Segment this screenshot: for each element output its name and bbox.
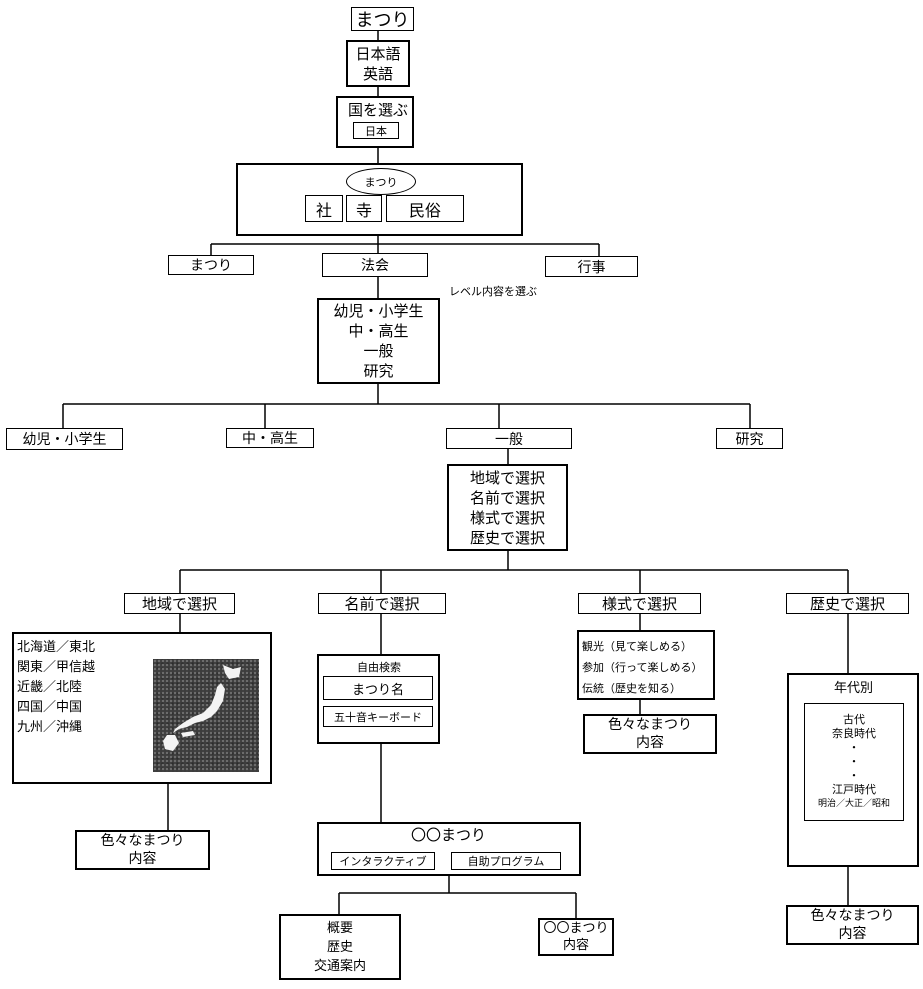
country-select-box: 国を選ぶ 日本 [336, 96, 414, 148]
matsuri-oval: まつり [346, 168, 416, 195]
free-search-label: 自由検索 [357, 661, 401, 674]
region-item: 近畿／北陸 [17, 680, 83, 695]
era-title: 年代別 [834, 681, 874, 696]
region-panel: 北海道／東北 関東／甲信越 近畿／北陸 四国／中国 九州／沖縄 [12, 632, 272, 784]
top-box-matsuri: まつり [351, 7, 414, 31]
style-header: 様式で選択 [578, 593, 701, 614]
japan-map-icon [163, 665, 241, 751]
level-select-note: レベル内容を選ぶ [449, 285, 537, 298]
language-japanese: 日本語 [355, 44, 401, 63]
name-header: 名前で選択 [318, 593, 446, 614]
history-header: 歴史で選択 [786, 593, 909, 614]
region-item: 北海道／東北 [17, 640, 96, 655]
festival-info-box: 概要 歴史 交通案内 [279, 914, 401, 980]
language-box: 日本語 英語 [346, 40, 410, 87]
region-item: 関東／甲信越 [17, 660, 96, 675]
style-list: 観光（見て楽しめる） 参加（行って楽しめる） 伝統（歴史を知る） [582, 636, 702, 699]
style-item: 観光（見て楽しめる） [582, 640, 692, 653]
style-item: 伝統（歴史を知る） [582, 682, 681, 695]
type-option-temple: 寺 [346, 195, 382, 222]
japan-map-image [153, 659, 259, 772]
era-item: 江戸時代 [832, 783, 876, 796]
history-result-box: 色々なまつり 内容 [786, 905, 919, 945]
language-english: 英語 [362, 64, 393, 83]
era-item: ・ [848, 755, 860, 768]
level-research: 研究 [716, 428, 783, 449]
category-matsuri: まつり [168, 255, 254, 275]
kana-keyboard-button: 五十音キーボード [323, 706, 433, 727]
region-header: 地域で選択 [124, 593, 235, 614]
era-item: 明治／大正／昭和 [817, 799, 890, 809]
festival-content-box: 〇〇まつり 内容 [538, 918, 614, 956]
name-search-panel: 自由検索 まつり名 五十音キーボード [317, 654, 440, 744]
self-help-program-button: 自助プログラム [451, 852, 561, 870]
interactive-button: インタラクティブ [331, 852, 435, 870]
level-select-box: 幼児・小学生 中・高生 一般 研究 [317, 298, 440, 384]
style-item: 参加（行って楽しめる） [582, 661, 703, 674]
era-item: 奈良時代 [832, 727, 876, 740]
festival-title: 〇〇まつり [411, 826, 487, 844]
festival-name-field: まつり名 [323, 676, 433, 700]
country-value-text: 日本 [365, 124, 387, 138]
level-student: 中・高生 [226, 428, 314, 448]
style-result-box: 色々なまつり 内容 [583, 714, 717, 754]
type-select-box: まつり 社 寺 民俗 [236, 163, 523, 236]
top-box-label: まつり [355, 10, 410, 31]
category-gyouji: 行事 [545, 256, 638, 277]
style-panel: 観光（見て楽しめる） 参加（行って楽しめる） 伝統（歴史を知る） [577, 630, 715, 700]
type-option-folk: 民俗 [386, 195, 464, 222]
era-item: 古代 [843, 713, 865, 726]
type-option-shrine: 社 [305, 195, 343, 222]
country-select-label: 国を選ぶ [348, 101, 409, 119]
region-item: 四国／中国 [17, 700, 83, 715]
category-houe: 法会 [322, 253, 428, 277]
search-select-box: 地域で選択 名前で選択 様式で選択 歴史で選択 [447, 464, 568, 551]
level-child: 幼児・小学生 [6, 428, 123, 450]
level-general: 一般 [446, 428, 572, 449]
country-value: 日本 [353, 122, 399, 139]
era-list-box: 古代 奈良時代 ・ ・ ・ 江戸時代 明治／大正／昭和 [804, 703, 904, 821]
region-result-box: 色々なまつり 内容 [75, 830, 210, 870]
region-item: 九州／沖縄 [17, 720, 83, 735]
region-list: 北海道／東北 関東／甲信越 近畿／北陸 四国／中国 九州／沖縄 [17, 638, 95, 738]
era-item: ・ [848, 741, 860, 754]
history-panel: 年代別 古代 奈良時代 ・ ・ ・ 江戸時代 明治／大正／昭和 [787, 673, 919, 867]
festival-detail-box: 〇〇まつり インタラクティブ 自助プログラム [317, 822, 581, 876]
matsuri-oval-label: まつり [364, 175, 398, 189]
era-item: ・ [848, 769, 860, 782]
